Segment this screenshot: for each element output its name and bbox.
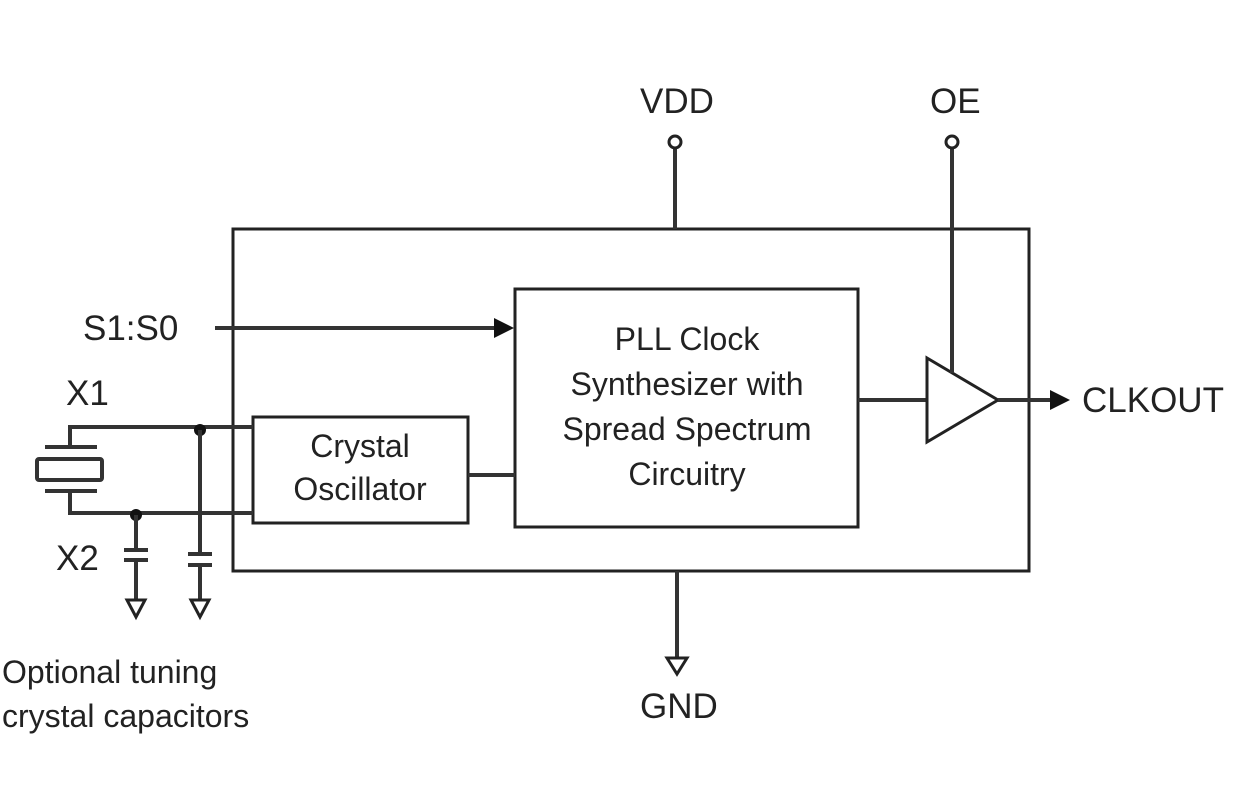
oscillator-line-2: Oscillator	[293, 471, 427, 507]
pll-line-2: Synthesizer with	[571, 366, 804, 402]
note-line-1: Optional tuning	[2, 654, 217, 690]
clkout-label: CLKOUT	[1082, 381, 1224, 420]
tuning-capacitor-x1-icon	[188, 424, 212, 621]
pll-block	[513, 287, 860, 529]
crystal-oscillator-block	[251, 415, 470, 525]
clkout-arrow-icon	[1050, 390, 1070, 410]
vdd-pin-icon	[667, 134, 683, 150]
select-label: S1:S0	[83, 309, 178, 348]
x2-label: X2	[56, 539, 99, 578]
oe-pin-icon	[944, 134, 960, 150]
oscillator-line-1: Crystal	[310, 428, 410, 464]
output-buffer-icon	[925, 355, 1001, 445]
pll-line-1: PLL Clock	[615, 321, 761, 357]
note-line-2: crystal capacitors	[2, 698, 249, 734]
gnd-symbol-icon	[664, 656, 690, 677]
pll-line-4: Circuitry	[628, 456, 745, 492]
pll-line-3: Spread Spectrum	[562, 411, 811, 447]
tuning-capacitor-x2-icon	[124, 509, 148, 621]
x1-label: X1	[66, 374, 109, 413]
gnd-label: GND	[640, 687, 718, 726]
oe-label: OE	[930, 82, 981, 121]
select-arrow-icon	[494, 318, 514, 338]
crystal-icon	[35, 425, 253, 515]
vdd-label: VDD	[640, 82, 714, 121]
